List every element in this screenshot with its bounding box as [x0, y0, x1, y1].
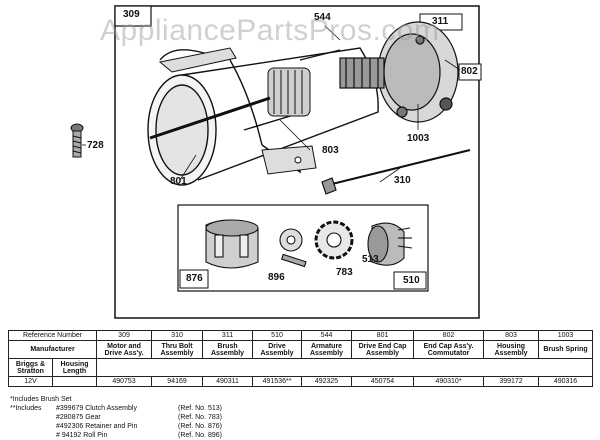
motor-housing [147, 47, 379, 186]
drive-assembly-box [177, 204, 429, 292]
callout-310: 310 [394, 175, 411, 186]
callout-876: 876 [186, 273, 203, 284]
label-box-309 [114, 5, 152, 27]
note-item-part: #280875 Gear [56, 414, 101, 421]
callout-896: 896 [268, 272, 285, 283]
part-name-309: Motor and Drive Ass'y. [96, 340, 153, 359]
callout-783: 783 [336, 267, 353, 278]
briggs-label: Briggs & Stratton [8, 358, 53, 377]
table-row-part-names: Manufacturer Motor and Drive Ass'y. Thru… [7, 340, 594, 359]
callout-1003: 1003 [407, 133, 430, 144]
callout-510: 510 [403, 275, 420, 286]
note-item-ref: (Ref. No. 783) [178, 414, 222, 421]
armature [267, 67, 311, 117]
value-802: 490310* [413, 376, 485, 387]
value-310: 94169 [151, 376, 204, 387]
callout-802: 802 [461, 66, 478, 77]
label-box-802 [458, 63, 482, 81]
callout-309: 309 [123, 9, 140, 20]
leader-lines [82, 25, 461, 183]
housing-length-blank [51, 376, 98, 387]
value-309: 490753 [96, 376, 153, 387]
part-name-801: Drive End Cap Assembly [351, 340, 415, 359]
note-item-ref: (Ref. No. 896) [178, 432, 222, 439]
value-1003: 490316 [538, 376, 594, 387]
value-803: 399172 [483, 376, 540, 387]
ref-544: 544 [301, 330, 353, 341]
ref-1003: 1003 [538, 330, 594, 341]
part-name-510: Drive Assembly [252, 340, 303, 359]
note-includes-label: **Includes [10, 405, 42, 412]
value-311: 490311 [202, 376, 254, 387]
drive-parts [205, 219, 413, 269]
note-item-ref: (Ref. No. 876) [178, 423, 222, 430]
table-row-subheader: Briggs & Stratton Housing Length [8, 358, 594, 377]
parts-table: Reference Number 309 310 311 510 544 801… [7, 330, 594, 387]
ref-309: 309 [96, 330, 153, 341]
ref-number-label: Reference Number [7, 330, 98, 341]
note-item-part: #492306 Retainer and Pin [56, 423, 138, 430]
manufacturer-label: Manufacturer [7, 340, 98, 359]
parts-diagram [70, 5, 482, 319]
callout-728: 728 [87, 140, 104, 151]
callout-544: 544 [314, 12, 331, 23]
row-label-12v: 12V [8, 376, 53, 387]
ref-311: 311 [202, 330, 254, 341]
table-row-12v: 12V 490753 94169 490311 491536** 492325 … [8, 376, 594, 387]
part-name-802: End Cap Ass'y. Commutator [413, 340, 485, 359]
part-name-1003: Brush Spring [538, 340, 594, 359]
note-item-part: #399679 Clutch Assembly [56, 405, 137, 412]
callout-513: 513 [362, 254, 379, 265]
screw [70, 123, 84, 158]
blank-cell [96, 358, 594, 377]
housing-label: Housing Length [51, 358, 98, 377]
ref-510: 510 [252, 330, 303, 341]
table-row-ref: Reference Number 309 310 311 510 544 801… [7, 330, 594, 341]
label-box-876 [179, 269, 209, 289]
mounting-bracket [158, 47, 237, 73]
note-item-part: # 94192 Roll Pin [56, 432, 108, 439]
part-name-310: Thru Bolt Assembly [151, 340, 204, 359]
end-cap-commutator [339, 21, 459, 123]
shaft [149, 96, 271, 140]
ref-310: 310 [151, 330, 204, 341]
callout-311: 311 [432, 16, 449, 27]
note-brush-set: *Includes Brush Set [10, 396, 72, 403]
note-item-ref: (Ref. No. 513) [178, 405, 222, 412]
value-801: 450754 [351, 376, 415, 387]
ref-801: 801 [351, 330, 415, 341]
callout-801: 801 [170, 176, 187, 187]
callout-803: 803 [322, 145, 339, 156]
ref-803: 803 [483, 330, 540, 341]
watermark: AppliancePartsPros.com [100, 14, 440, 47]
part-name-803: Housing Assembly [483, 340, 540, 359]
thru-bolt [321, 149, 471, 195]
diagram-frame [114, 5, 480, 319]
value-510: 491536** [252, 376, 303, 387]
label-box-510 [393, 271, 427, 290]
part-name-311: Brush Assembly [202, 340, 254, 359]
value-544: 492325 [301, 376, 353, 387]
part-name-544: Armature Assembly [301, 340, 353, 359]
ref-802: 802 [413, 330, 485, 341]
